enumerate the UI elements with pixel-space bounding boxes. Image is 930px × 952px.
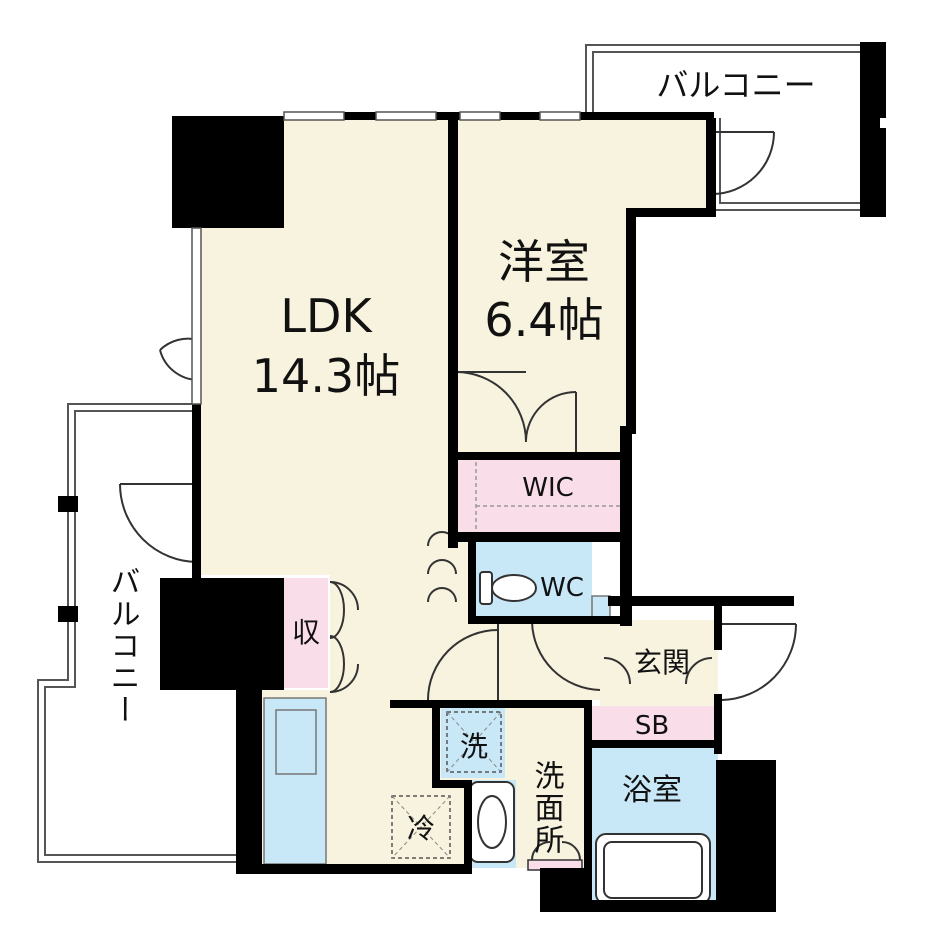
- west-balcony: [37, 403, 236, 863]
- hallway-floor: [498, 620, 600, 700]
- north-balcony: [585, 42, 888, 217]
- bath-label: 浴室: [622, 773, 682, 808]
- washer-label: 洗: [460, 730, 488, 763]
- washroom-label: 洗面所: [529, 760, 565, 856]
- shoebox-floor: [590, 706, 716, 742]
- western-floor: [452, 118, 710, 455]
- wc-label: WC: [540, 573, 584, 603]
- toilet-icon: [479, 571, 537, 605]
- western-size: 6.4帖: [484, 293, 603, 347]
- fridge-label: 冷: [407, 812, 435, 845]
- walls: [160, 112, 794, 912]
- storage-floor: [284, 578, 328, 688]
- washer-pan: [441, 706, 505, 778]
- storage-label: 収: [292, 616, 320, 649]
- north-balcony-label: バルコニー: [656, 66, 815, 104]
- wic-label: WIC: [522, 473, 574, 503]
- ldk-floor: [198, 118, 498, 868]
- ldk-label: LDK: [280, 289, 373, 343]
- bathtub-icon: [595, 833, 711, 905]
- washbasin-icon: [469, 781, 515, 863]
- entrance-label: 玄関: [634, 646, 690, 679]
- wc-floor: [474, 542, 592, 618]
- ldk-size: 14.3帖: [252, 349, 400, 403]
- shoebox-label: SB: [635, 711, 669, 741]
- west-balcony-label: バルコニー: [105, 566, 140, 726]
- western-label: 洋室: [498, 235, 590, 289]
- wic-floor: [458, 458, 623, 532]
